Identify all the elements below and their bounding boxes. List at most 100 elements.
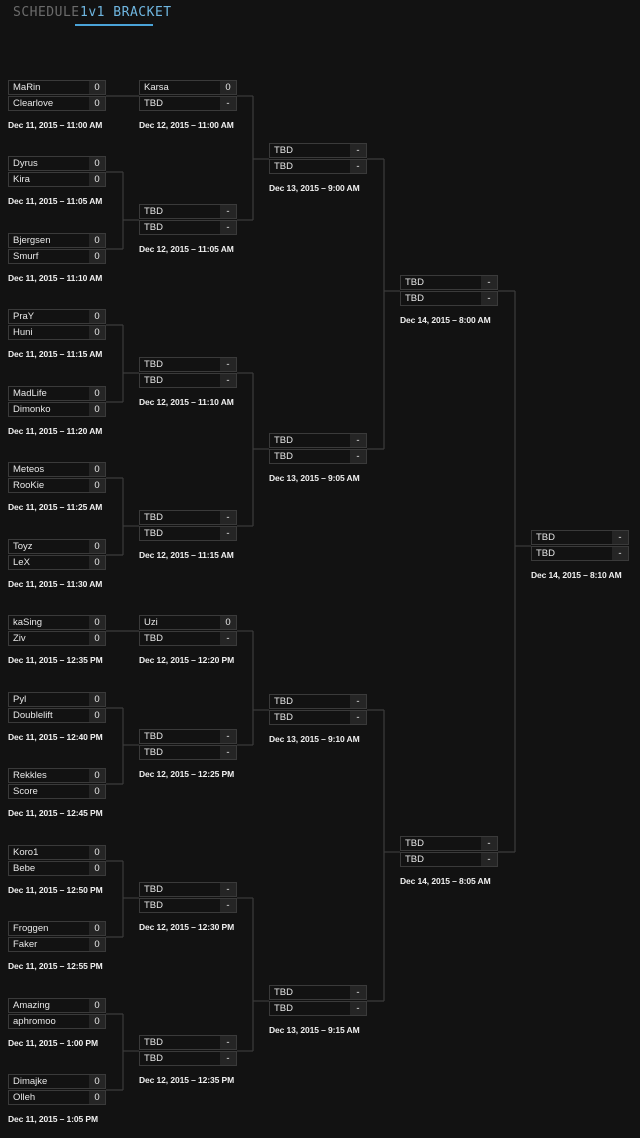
player-slot[interactable]: Dyrus 0 <box>8 156 106 171</box>
player-slot[interactable]: TBD - <box>531 530 629 545</box>
player-slot[interactable]: Dimajke 0 <box>8 1074 106 1089</box>
player-slot[interactable]: RooKie 0 <box>8 478 106 493</box>
match-card: Rekkles 0 Score 0 Dec 11, 2015 – 12:45 P… <box>8 768 106 818</box>
tab-1v1-bracket[interactable]: 1v1 BRACKET <box>80 5 172 20</box>
player-slot[interactable]: TBD - <box>269 433 367 448</box>
player-slot[interactable]: Kira 0 <box>8 172 106 187</box>
player-slot[interactable]: kaSing 0 <box>8 615 106 630</box>
player-slot[interactable]: TBD - <box>269 449 367 464</box>
player-slot[interactable]: Olleh 0 <box>8 1090 106 1105</box>
match-date: Dec 13, 2015 – 9:15 AM <box>269 1025 360 1035</box>
player-slot[interactable]: TBD - <box>139 882 237 897</box>
player-score: - <box>220 883 236 896</box>
player-name: TBD <box>144 98 163 109</box>
player-slot[interactable]: aphromoo 0 <box>8 1014 106 1029</box>
match-card: Dyrus 0 Kira 0 Dec 11, 2015 – 11:05 AM <box>8 156 106 206</box>
player-slot[interactable]: TBD - <box>269 159 367 174</box>
player-score: - <box>612 547 628 560</box>
match-card: TBD - TBD - Dec 13, 2015 – 9:00 AM <box>269 143 367 193</box>
player-slot[interactable]: TBD - <box>139 729 237 744</box>
player-slot[interactable]: MaRin 0 <box>8 80 106 95</box>
player-score: - <box>350 434 366 447</box>
player-score: - <box>481 276 497 289</box>
player-slot[interactable]: TBD - <box>269 143 367 158</box>
tab-schedule[interactable]: SCHEDULE <box>13 5 80 20</box>
player-slot[interactable]: Pyl 0 <box>8 692 106 707</box>
player-score: - <box>350 711 366 724</box>
match-date: Dec 11, 2015 – 1:05 PM <box>8 1114 98 1124</box>
player-slot[interactable]: Faker 0 <box>8 937 106 952</box>
player-slot[interactable]: MadLife 0 <box>8 386 106 401</box>
player-slot[interactable]: Ziv 0 <box>8 631 106 646</box>
match-date: Dec 14, 2015 – 8:10 AM <box>531 570 622 580</box>
player-name: Toyz <box>13 541 33 552</box>
player-slot[interactable]: Huni 0 <box>8 325 106 340</box>
match-card: Pyl 0 Doublelift 0 Dec 11, 2015 – 12:40 … <box>8 692 106 742</box>
match-date: Dec 11, 2015 – 11:25 AM <box>8 502 103 512</box>
match-card: Froggen 0 Faker 0 Dec 11, 2015 – 12:55 P… <box>8 921 106 971</box>
player-slot[interactable]: TBD - <box>139 373 237 388</box>
player-slot[interactable]: TBD - <box>139 745 237 760</box>
player-slot[interactable]: Doublelift 0 <box>8 708 106 723</box>
player-slot[interactable]: TBD - <box>139 204 237 219</box>
player-name: TBD <box>144 1037 163 1048</box>
player-slot[interactable]: TBD - <box>139 1035 237 1050</box>
player-slot[interactable]: LeX 0 <box>8 555 106 570</box>
match-date: Dec 12, 2015 – 11:05 AM <box>139 244 234 254</box>
match-date: Dec 13, 2015 – 9:05 AM <box>269 473 360 483</box>
player-slot[interactable]: PraY 0 <box>8 309 106 324</box>
player-slot[interactable]: Bjergsen 0 <box>8 233 106 248</box>
player-slot[interactable]: Score 0 <box>8 784 106 799</box>
player-score: 0 <box>89 1091 105 1104</box>
player-slot[interactable]: Bebe 0 <box>8 861 106 876</box>
player-slot[interactable]: TBD - <box>400 836 498 851</box>
player-slot[interactable]: Clearlove 0 <box>8 96 106 111</box>
match-card: Koro1 0 Bebe 0 Dec 11, 2015 – 12:50 PM <box>8 845 106 895</box>
player-slot[interactable]: TBD - <box>139 1051 237 1066</box>
player-slot[interactable]: TBD - <box>400 852 498 867</box>
player-slot[interactable]: Rekkles 0 <box>8 768 106 783</box>
player-slot[interactable]: Smurf 0 <box>8 249 106 264</box>
player-score: - <box>220 205 236 218</box>
player-slot[interactable]: TBD - <box>400 291 498 306</box>
player-slot[interactable]: TBD - <box>139 220 237 235</box>
match-card: MadLife 0 Dimonko 0 Dec 11, 2015 – 11:20… <box>8 386 106 436</box>
player-slot[interactable]: TBD - <box>269 1001 367 1016</box>
player-name: Dyrus <box>13 158 38 169</box>
player-slot[interactable]: TBD - <box>269 710 367 725</box>
player-slot[interactable]: Meteos 0 <box>8 462 106 477</box>
player-slot[interactable]: TBD - <box>139 526 237 541</box>
player-slot[interactable]: Koro1 0 <box>8 845 106 860</box>
player-name: Froggen <box>13 923 49 934</box>
player-slot[interactable]: TBD - <box>269 985 367 1000</box>
player-slot[interactable]: TBD - <box>400 275 498 290</box>
player-slot[interactable]: TBD - <box>139 357 237 372</box>
player-score: 0 <box>89 326 105 339</box>
player-slot[interactable]: TBD - <box>139 631 237 646</box>
player-name: TBD <box>144 222 163 233</box>
player-score: - <box>350 144 366 157</box>
player-slot[interactable]: Amazing 0 <box>8 998 106 1013</box>
player-slot[interactable]: TBD - <box>139 96 237 111</box>
match-card: Uzi 0 TBD - Dec 12, 2015 – 12:20 PM <box>139 615 237 665</box>
player-slot[interactable]: TBD - <box>531 546 629 561</box>
match-date: Dec 11, 2015 – 1:00 PM <box>8 1038 98 1048</box>
player-name: PraY <box>13 311 35 322</box>
player-score: - <box>350 695 366 708</box>
player-slot[interactable]: Karsa 0 <box>139 80 237 95</box>
player-slot[interactable]: TBD - <box>139 898 237 913</box>
player-score: 0 <box>89 173 105 186</box>
player-slot[interactable]: Dimonko 0 <box>8 402 106 417</box>
player-name: Ziv <box>13 633 26 644</box>
player-slot[interactable]: TBD - <box>139 510 237 525</box>
match-date: Dec 14, 2015 – 8:05 AM <box>400 876 491 886</box>
match-card: TBD - TBD - Dec 12, 2015 – 12:25 PM <box>139 729 237 779</box>
match-date: Dec 12, 2015 – 11:10 AM <box>139 397 234 407</box>
player-slot[interactable]: Toyz 0 <box>8 539 106 554</box>
player-score: 0 <box>89 999 105 1012</box>
player-slot[interactable]: Froggen 0 <box>8 921 106 936</box>
match-date: Dec 12, 2015 – 11:00 AM <box>139 120 234 130</box>
player-slot[interactable]: Uzi 0 <box>139 615 237 630</box>
match-card: TBD - TBD - Dec 13, 2015 – 9:05 AM <box>269 433 367 483</box>
player-slot[interactable]: TBD - <box>269 694 367 709</box>
